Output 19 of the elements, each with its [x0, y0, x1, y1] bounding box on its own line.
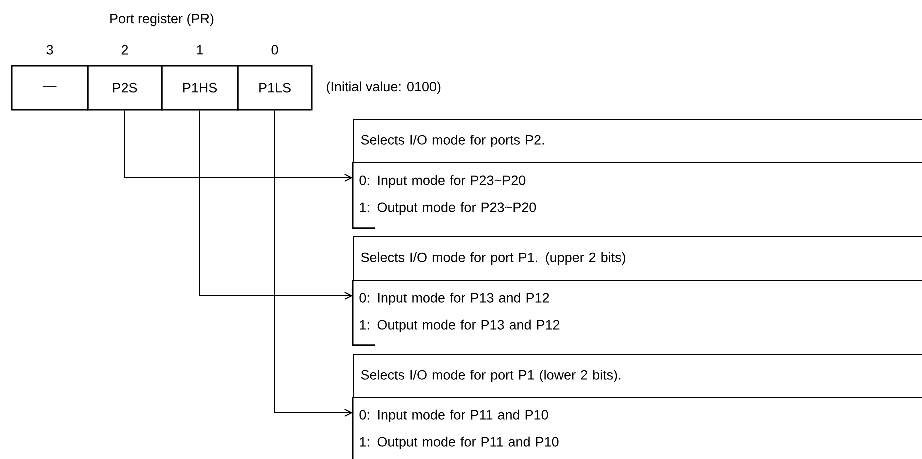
bit-number: 3 — [46, 45, 54, 55]
description-box: Selects I/O mode for port P1 (lower 2 bits). — [353, 354, 922, 398]
register-title: Port register (PR) — [110, 14, 214, 26]
description-box: Selects I/O mode for port P1. (upper 2 bits) — [353, 236, 922, 282]
mode-list: 0: Input mode for P11 and P10 1: Output mode for P11 and P10 — [352, 397, 559, 459]
register-cell: P2S — [87, 65, 163, 111]
mode-list: 0: Input mode for P23~P20 1: Output mode for P23~P20 — [352, 162, 536, 230]
arrow — [200, 110, 353, 300]
initial-value-note: (Initial value: 0100) — [327, 82, 441, 94]
description-box: Selects I/O mode for ports P2. — [353, 119, 922, 164]
register-cell: — — [11, 65, 89, 111]
register-cell: P1LS — [237, 65, 313, 111]
arrow — [124, 110, 353, 182]
register-cell: P1HS — [161, 65, 239, 111]
bit-number: 0 — [272, 45, 278, 55]
mode-list: 0: Input mode for P13 and P12 1: Output mode for P13 and P12 — [352, 280, 560, 346]
bit-number: 1 — [197, 45, 204, 55]
bit-number: 2 — [122, 45, 128, 55]
arrow — [274, 110, 353, 417]
